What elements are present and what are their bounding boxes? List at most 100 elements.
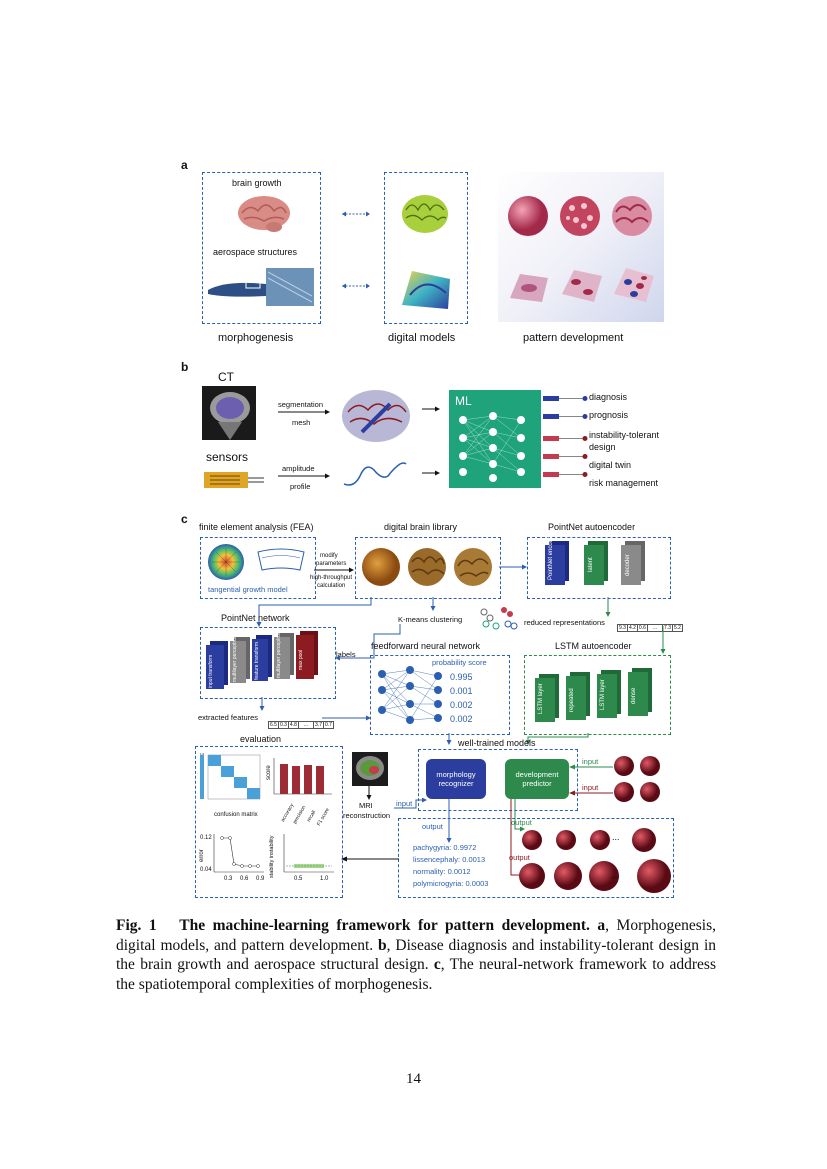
calculation-label: calculation (317, 583, 346, 589)
latent-block (584, 545, 604, 585)
output-prognosis: prognosis (589, 410, 629, 420)
arrow-recognizer-output (446, 799, 452, 843)
modify-label: modify (320, 553, 338, 559)
caption-c-letter: c (433, 956, 441, 973)
lstm-label-3: LSTM layer (600, 679, 606, 710)
plate-wavy (562, 270, 602, 302)
reduced-representations-label: reduced representations (524, 618, 605, 627)
output-risk-management: risk management (589, 478, 659, 488)
arrow-pointnet-features (259, 697, 265, 711)
growth-model-sketch (257, 548, 305, 571)
pointnet-network-box (200, 627, 336, 699)
arrow-library-kmeans (430, 597, 436, 611)
err-tick-x-2: 0.6 (240, 876, 249, 882)
caption-b-letter: b (378, 936, 387, 954)
err-tick-x-3: 0.9 (256, 876, 265, 882)
output-box (398, 818, 674, 898)
fea-title: finite element analysis (FEA) (199, 522, 314, 532)
caption-b-text: , Disease diagnosis and instability-tole… (116, 936, 716, 974)
caption-title: The machine-learning framework for patte… (179, 917, 590, 934)
confusion-matrix-chart: 1.0 (200, 753, 261, 800)
pn-block-input (206, 645, 224, 689)
arrow-library-autoencoder (499, 564, 527, 570)
decoder-label: decoder (625, 554, 631, 576)
lstm-title: LSTM autoencoder (555, 641, 632, 651)
arrow-input-red (569, 790, 613, 796)
pattern-development-label: pattern development (523, 332, 624, 344)
prob-1: 0.995 (450, 672, 473, 682)
ml-output-connectors (543, 396, 588, 477)
pn-label-mlp1: multilayer perceptron (232, 635, 238, 682)
pointnet-network-title: PointNet network (221, 613, 290, 623)
arrow-autoencoder-reduced (605, 597, 611, 617)
lstm-label-2: repeated (569, 688, 575, 712)
err-tick-y-1: 0.12 (200, 835, 212, 841)
digital-models-box (384, 172, 468, 324)
high-throughput-label: high-throughput (310, 575, 353, 581)
input-red-label: input (582, 783, 599, 792)
strain-gauge-image (204, 472, 264, 488)
fea-box (200, 537, 316, 599)
segmentation-label: segmentation (278, 400, 324, 409)
arrow-mri-down (366, 786, 372, 800)
arrow-mesh-ml (422, 406, 440, 412)
decoder-block (621, 545, 641, 585)
score-axis-label: score (266, 765, 272, 780)
morphogenesis-label: morphogenesis (218, 332, 294, 344)
output-design: design (589, 442, 616, 452)
tangential-growth-label: tangential growth model (208, 585, 288, 594)
panel-b-letter: b (181, 360, 189, 374)
evaluation-box (195, 746, 343, 898)
stab-tick-x-1: 0.5 (294, 876, 303, 882)
error-axis-label: error (199, 849, 205, 862)
error-line-chart (213, 834, 264, 873)
prob-4: 0.002 (450, 714, 473, 724)
pn-block-mlp1 (230, 641, 246, 683)
ellipsis-row1: ... (612, 832, 620, 842)
library-brain-3 (454, 548, 492, 586)
morphogenesis-box (202, 172, 321, 324)
output-instability-tolerant: instability-tolerant (589, 430, 660, 440)
output-red-label: output (509, 853, 530, 862)
probability-score-label: probability score (432, 658, 487, 667)
pointnet-encoder-block (545, 545, 565, 585)
lstm-box (524, 655, 671, 735)
caption-c-text: , The neural-network framework to addres… (116, 956, 716, 993)
caption-a-letter: a (597, 917, 606, 934)
morphology-recognizer-line2: recognizer (438, 779, 474, 788)
digital-models-label: digital models (388, 332, 456, 344)
ml-label: ML (455, 394, 472, 408)
parameters-label: parameters (316, 561, 347, 567)
evaluation-title: evaluation (240, 734, 282, 744)
input-green-label: input (582, 757, 599, 766)
brain-growth-label: brain growth (232, 178, 282, 188)
brain-image (238, 196, 290, 232)
pn-label-mlp2: multilayer perceptron (276, 631, 282, 678)
arrow-brain-digital (342, 211, 370, 217)
well-trained-title: well-trained models (458, 738, 536, 748)
arrow-sensor-profile (278, 473, 330, 479)
extracted-features-label: extracted features (198, 713, 259, 722)
output-spheres-row2 (519, 859, 671, 893)
err-tick-y-2: 0.04 (200, 867, 212, 873)
ffnn-diagram (378, 666, 442, 724)
amplitude-wave (343, 462, 407, 486)
reconstruction-label: reconstruction (343, 811, 391, 820)
output-digital-twin: digital twin (589, 460, 632, 470)
panel-c-letter: c (181, 512, 188, 526)
arrow-features-ffnn (322, 715, 371, 721)
sphere-wrinkled (560, 196, 600, 236)
lstm-block-2 (566, 676, 586, 720)
output-diagnosis: diagnosis (589, 392, 628, 402)
lstm-block-3 (597, 674, 617, 718)
output-green-label: output (511, 818, 532, 827)
autoencoder-title: PointNet autoencoder (548, 522, 636, 532)
development-predictor-line2: predictor (522, 779, 552, 788)
lstm-label-1: LSTM layer (538, 683, 544, 714)
arrow-ffnn-models (446, 733, 452, 745)
arrow-lstm-models (525, 733, 589, 745)
pn-block-maxpool (296, 635, 314, 679)
pn-label-maxpool: max pool (298, 649, 304, 670)
